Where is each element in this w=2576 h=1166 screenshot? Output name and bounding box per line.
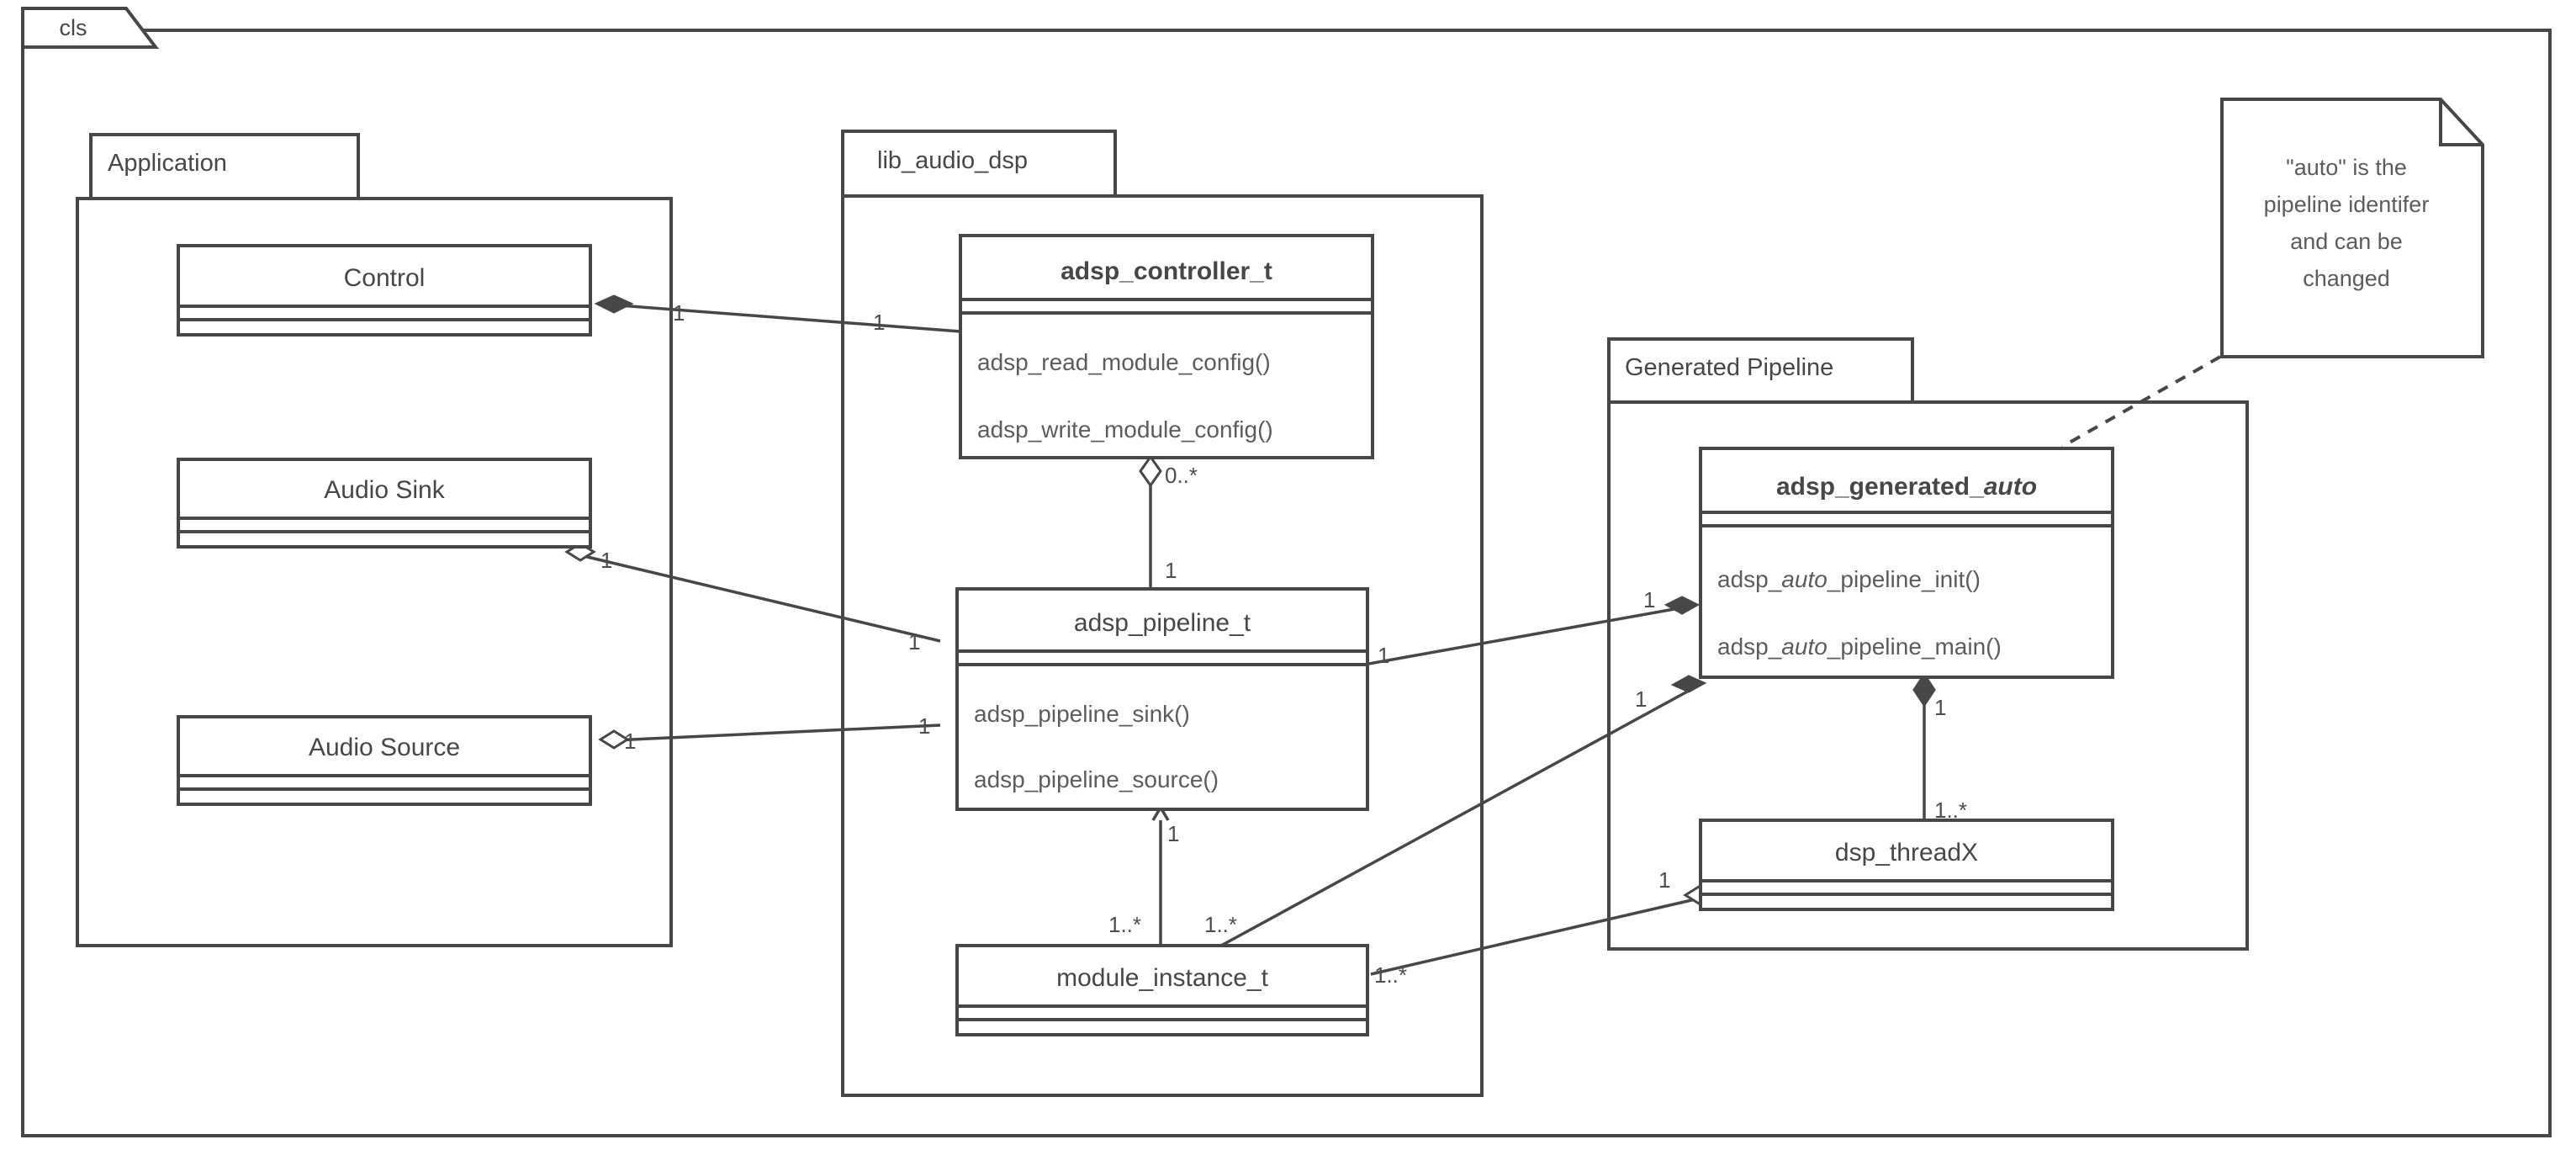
mult-controller-end: 1 <box>873 310 885 335</box>
class-audio-sink-name: Audio Sink <box>324 476 445 504</box>
mult-sink-pipe-end: 1 <box>908 629 920 655</box>
mult-pipe-mod-bot: 1..* <box>1108 912 1141 937</box>
mult-controller-pipe-top: 0..* <box>1165 463 1198 488</box>
mult-mod-gen-left: 1..* <box>1204 912 1237 937</box>
relationship-module-generated: 1..* 1 <box>1204 675 1707 947</box>
note-auto-identifier[interactable]: "auto" is the pipeline identifer and can… <box>2220 98 2484 358</box>
method-adsp-auto-pipeline-init: adsp_auto_pipeline_init() <box>1717 566 1981 592</box>
class-adsp-generated-auto[interactable]: adsp_generated_auto adsp_auto_pipeline_i… <box>1699 447 2114 679</box>
class-adsp-pipeline-t-name: adsp_pipeline_t <box>1074 609 1251 637</box>
mult-gen-thread-top: 1 <box>1934 695 1946 720</box>
class-module-instance-t[interactable]: module_instance_t <box>955 944 1369 1036</box>
mult-pipe-gen-left: 1 <box>1378 643 1389 668</box>
class-adsp-generated-auto-name: adsp_generated_auto <box>1776 473 2037 501</box>
method-adsp-read-module-config: adsp_read_module_config() <box>977 349 1271 375</box>
class-module-instance-t-name: module_instance_t <box>1056 964 1269 992</box>
relationship-controller-pipeline: 0..* 1 <box>1139 454 1198 589</box>
mult-controller-pipe-bot: 1 <box>1165 558 1177 583</box>
method-adsp-auto-pipeline-main: adsp_auto_pipeline_main() <box>1717 633 2002 660</box>
class-adsp-pipeline-t[interactable]: adsp_pipeline_t adsp_pipeline_sink() ads… <box>955 587 1369 811</box>
mult-source-end: 1 <box>624 729 636 754</box>
class-control[interactable]: Control <box>177 244 592 337</box>
relationship-source-pipeline: 1 1 <box>598 713 941 754</box>
method-adsp-write-module-config: adsp_write_module_config() <box>977 416 1273 443</box>
class-audio-sink[interactable]: Audio Sink <box>177 458 592 549</box>
method-adsp-pipeline-source: adsp_pipeline_source() <box>974 766 1219 792</box>
relationship-pipeline-generated: 1 1 <box>1363 587 1701 668</box>
note-connector <box>2061 355 2221 448</box>
note-line-2: pipeline identifer <box>2264 192 2430 217</box>
package-application-label: Application <box>108 150 227 177</box>
package-lib-audio-dsp-label: lib_audio_dsp <box>877 147 1028 174</box>
class-audio-source-name: Audio Source <box>309 734 460 761</box>
class-adsp-controller-t[interactable]: adsp_controller_t adsp_read_module_confi… <box>959 234 1374 459</box>
class-dsp-threadx-name: dsp_threadX <box>1835 839 1978 867</box>
class-audio-source[interactable]: Audio Source <box>177 715 592 806</box>
note-line-1: "auto" is the <box>2286 155 2407 180</box>
method-adsp-pipeline-sink: adsp_pipeline_sink() <box>974 701 1190 727</box>
mult-pipe-mod-top: 1 <box>1167 821 1179 846</box>
mult-control-end: 1 <box>673 300 685 326</box>
class-control-name: Control <box>344 264 426 292</box>
relationship-control-controller: 1 1 <box>594 294 961 335</box>
mult-source-pipe-end: 1 <box>918 713 930 739</box>
class-adsp-controller-t-name: adsp_controller_t <box>1061 257 1272 285</box>
frame-label: cls <box>60 15 87 40</box>
mult-pipe-gen-right: 1 <box>1643 587 1655 612</box>
note-line-3: and can be <box>2290 229 2403 254</box>
package-generated-pipeline-label: Generated Pipeline <box>1625 354 1833 381</box>
mult-sink-end: 1 <box>600 548 612 573</box>
note-line-4: changed <box>2303 266 2390 291</box>
mult-mod-thread-left: 1..* <box>1374 962 1407 988</box>
class-dsp-threadx[interactable]: dsp_threadX <box>1699 819 2114 911</box>
mult-mod-gen-right: 1 <box>1635 686 1647 712</box>
diagram-frame: cls <box>21 7 2552 1137</box>
mult-mod-thread-right: 1 <box>1658 867 1670 893</box>
